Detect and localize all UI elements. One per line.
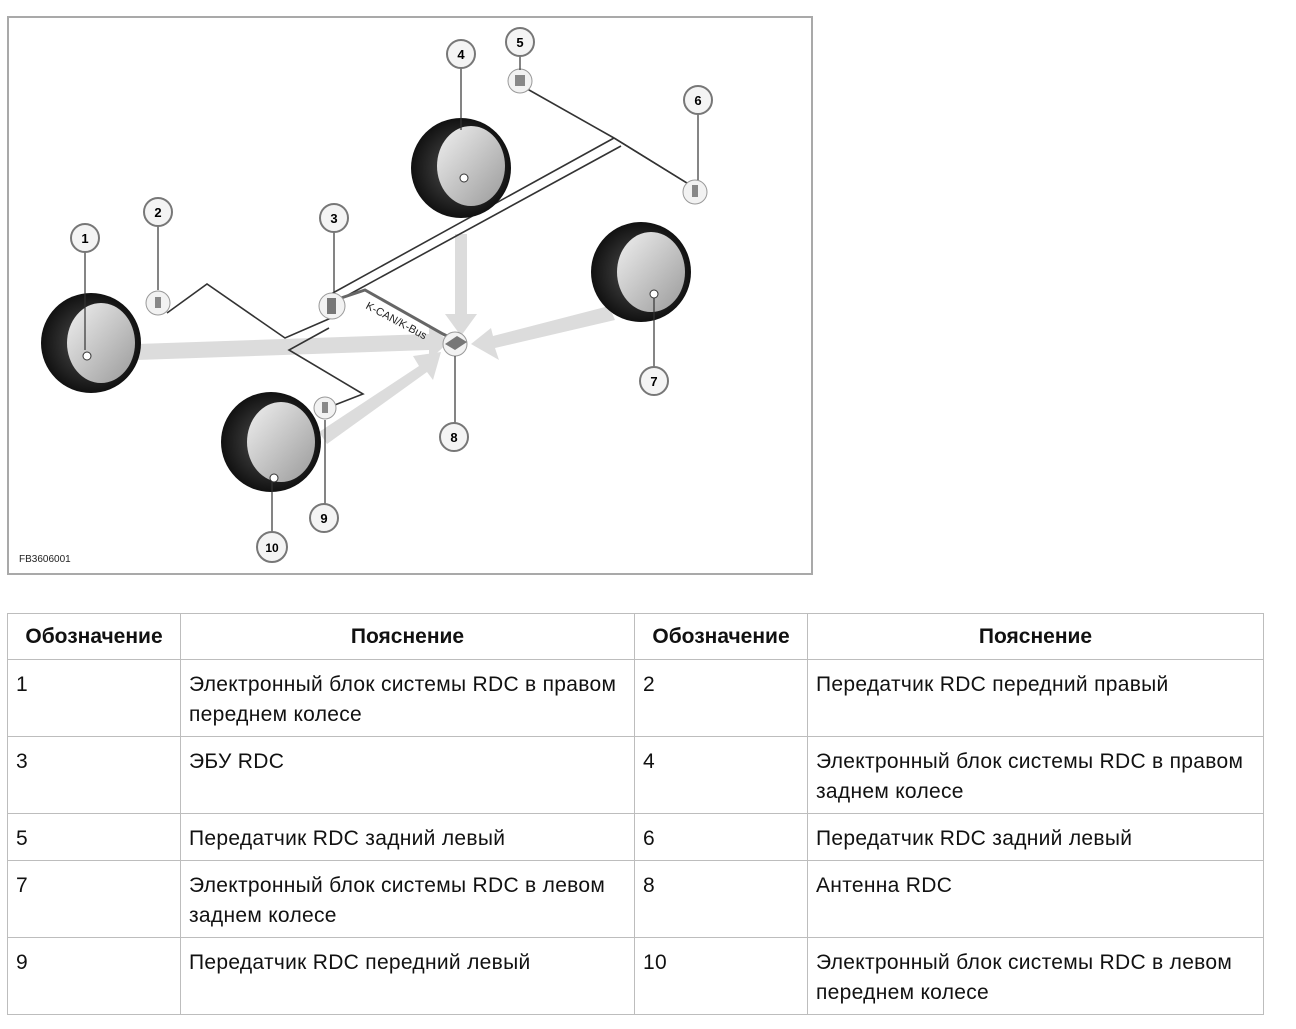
svg-text:1: 1 (81, 231, 88, 246)
arrow-from-rear-right (445, 234, 477, 336)
table-cell: 5 (7, 813, 181, 861)
table-cell: Электронный блок системы RDC в левом зад… (180, 860, 635, 938)
table-cell: ЭБУ RDC (180, 736, 635, 814)
svg-text:6: 6 (694, 93, 701, 108)
wire-9 (287, 327, 365, 409)
table-row: 9 Передатчик RDC передний левый 10 Элект… (7, 937, 1264, 1015)
legend-table: Обозначение Пояснение Обозначение Поясне… (7, 613, 1264, 1015)
callout-2: 2 (143, 197, 173, 227)
wire-2 (166, 283, 332, 339)
table-cell: 6 (634, 813, 808, 861)
diagram-canvas: K-CAN/K-Bus 1 2 3 4 5 6 7 8 9 10 (41, 27, 713, 563)
transmitter-5 (507, 68, 533, 94)
transmitter-9 (313, 396, 337, 420)
svg-text:4: 4 (457, 47, 465, 62)
table-row: 3 ЭБУ RDC 4 Электронный блок системы RDC… (7, 736, 1264, 814)
table-cell: Антенна RDC (807, 860, 1264, 938)
callout-3: 3 (319, 203, 349, 233)
callout-9: 9 (309, 503, 339, 533)
transmitter-6 (682, 179, 708, 205)
table-cell: Передатчик RDC передний правый (807, 659, 1264, 737)
svg-text:5: 5 (516, 35, 523, 50)
header-explanation: Пояснение (180, 613, 635, 660)
svg-text:2: 2 (154, 205, 161, 220)
callout-8: 8 (439, 422, 469, 452)
figure-code: FB3606001 (19, 554, 71, 565)
svg-text:3: 3 (330, 211, 337, 226)
arrow-from-front-left (319, 352, 441, 444)
wheel-front-right (41, 293, 141, 393)
callout-5: 5 (505, 27, 535, 57)
table-row: 1 Электронный блок системы RDC в правом … (7, 659, 1264, 737)
ecu-3 (318, 292, 346, 320)
svg-text:10: 10 (265, 541, 279, 555)
table-cell: 4 (634, 736, 808, 814)
svg-text:9: 9 (320, 511, 327, 526)
wire-6 (613, 137, 696, 189)
table-cell: 1 (7, 659, 181, 737)
table-row: 7 Электронный блок системы RDC в левом з… (7, 860, 1264, 938)
table-cell: 3 (7, 736, 181, 814)
callout-4: 4 (446, 39, 476, 69)
callout-6: 6 (683, 85, 713, 115)
callout-10: 10 (256, 531, 288, 563)
callout-7: 7 (639, 366, 669, 396)
table-row: 5 Передатчик RDC задний левый 6 Передатч… (7, 813, 1264, 861)
table-cell: Электронный блок системы RDC в правом за… (807, 736, 1264, 814)
arrow-from-front-right (137, 324, 449, 360)
antenna-8 (442, 331, 468, 357)
table-cell: Передатчик RDC задний левый (180, 813, 635, 861)
wheel-rear-right (411, 118, 511, 218)
table-cell: 7 (7, 860, 181, 938)
svg-text:7: 7 (650, 374, 657, 389)
signal-arrows (137, 234, 615, 444)
header-designation: Обозначение (7, 613, 181, 660)
header-designation: Обозначение (634, 613, 808, 660)
rdc-diagram: K-CAN/K-Bus 1 2 3 4 5 6 7 8 9 10 (7, 16, 813, 575)
table-cell: 10 (634, 937, 808, 1015)
table-cell: 9 (7, 937, 181, 1015)
bus-line-2 (338, 145, 622, 301)
header-explanation: Пояснение (807, 613, 1264, 660)
callout-1: 1 (70, 223, 100, 253)
transmitter-2 (145, 290, 171, 316)
table-header-row: Обозначение Пояснение Обозначение Поясне… (7, 613, 1264, 660)
wheel-front-left (221, 392, 321, 492)
table-cell: 8 (634, 860, 808, 938)
table-cell: Передатчик RDC передний левый (180, 937, 635, 1015)
arrow-from-rear-left (471, 306, 615, 360)
wheel-rear-left (591, 222, 691, 322)
svg-text:8: 8 (450, 430, 457, 445)
table-cell: 2 (634, 659, 808, 737)
table-cell: Электронный блок системы RDC в левом пер… (807, 937, 1264, 1015)
table-cell: Передатчик RDC задний левый (807, 813, 1264, 861)
table-cell: Электронный блок системы RDC в правом пе… (180, 659, 635, 737)
